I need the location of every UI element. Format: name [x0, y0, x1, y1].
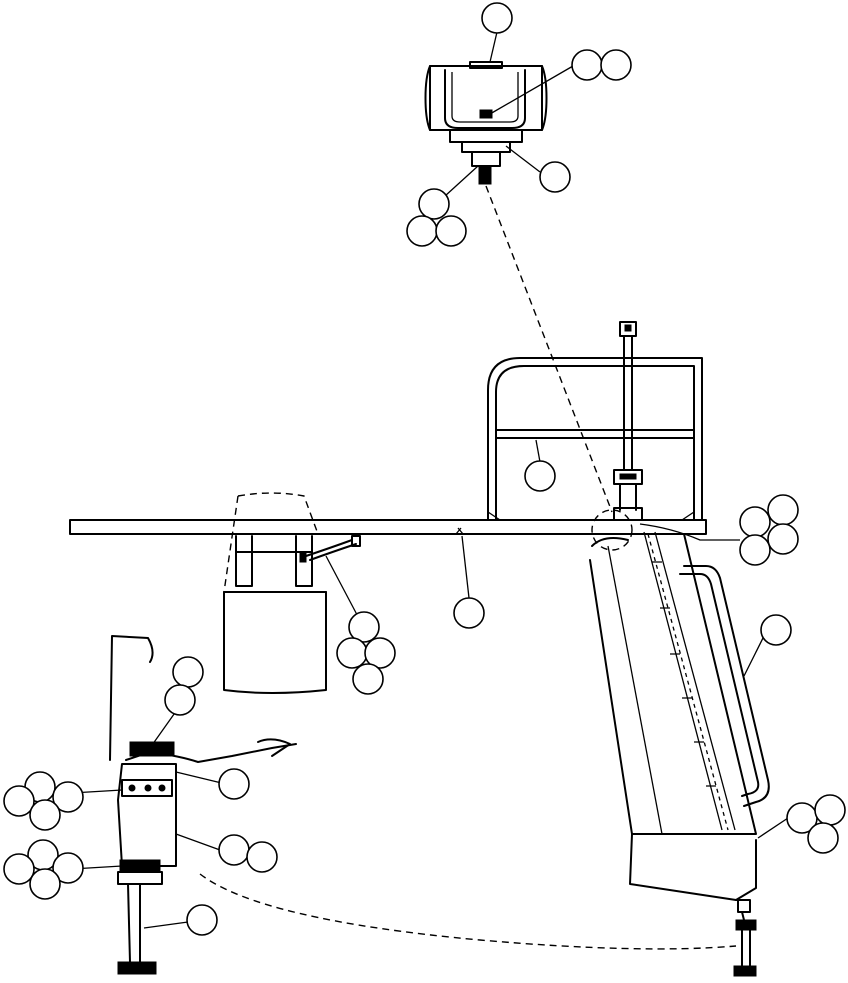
diagonal-boom — [589, 509, 770, 977]
callout-bubble — [600, 49, 632, 81]
callout-bubble — [246, 841, 278, 873]
callout-bubble — [760, 614, 792, 646]
callout-bubble — [29, 799, 61, 831]
callout-bubble — [418, 188, 450, 220]
vertical-lever — [613, 321, 643, 521]
callout-bubble — [524, 460, 556, 492]
callout-bubble — [218, 834, 250, 866]
callout-bubble — [29, 868, 61, 900]
assembly-link-dashed-line — [485, 185, 613, 513]
callout-bubble — [807, 822, 839, 854]
callout-bubble — [348, 611, 380, 643]
callout-bubble — [186, 904, 218, 936]
lower-link-dashed-line — [199, 873, 737, 950]
callout-bubble — [767, 494, 799, 526]
callout-bubble — [364, 637, 396, 669]
callout-bubble — [352, 663, 384, 695]
main-beam — [69, 519, 707, 535]
callout-bubble — [739, 506, 771, 538]
callout-bubble — [571, 49, 603, 81]
handrail-frame — [487, 357, 703, 521]
callout-bubble — [336, 637, 368, 669]
callout-bubble — [767, 523, 799, 555]
callout-bubble — [3, 785, 35, 817]
callout-bubble — [164, 684, 196, 716]
callout-bubbles — [3, 2, 846, 936]
callout-bubble — [453, 597, 485, 629]
callout-bubble — [481, 2, 513, 34]
top-clamp-detail — [424, 61, 548, 185]
callout-bubble — [3, 853, 35, 885]
callout-bubble — [406, 215, 438, 247]
callout-bubble — [814, 794, 846, 826]
callout-bubble — [739, 534, 771, 566]
callout-bubble — [172, 656, 204, 688]
callout-bubble — [539, 161, 571, 193]
callout-bubble — [435, 215, 467, 247]
hanging-box — [223, 492, 361, 694]
callout-bubble — [52, 852, 84, 884]
left-mount-assembly — [109, 635, 297, 975]
callout-bubble — [52, 781, 84, 813]
leader-lines — [54, 31, 789, 929]
callout-bubble — [218, 768, 250, 800]
